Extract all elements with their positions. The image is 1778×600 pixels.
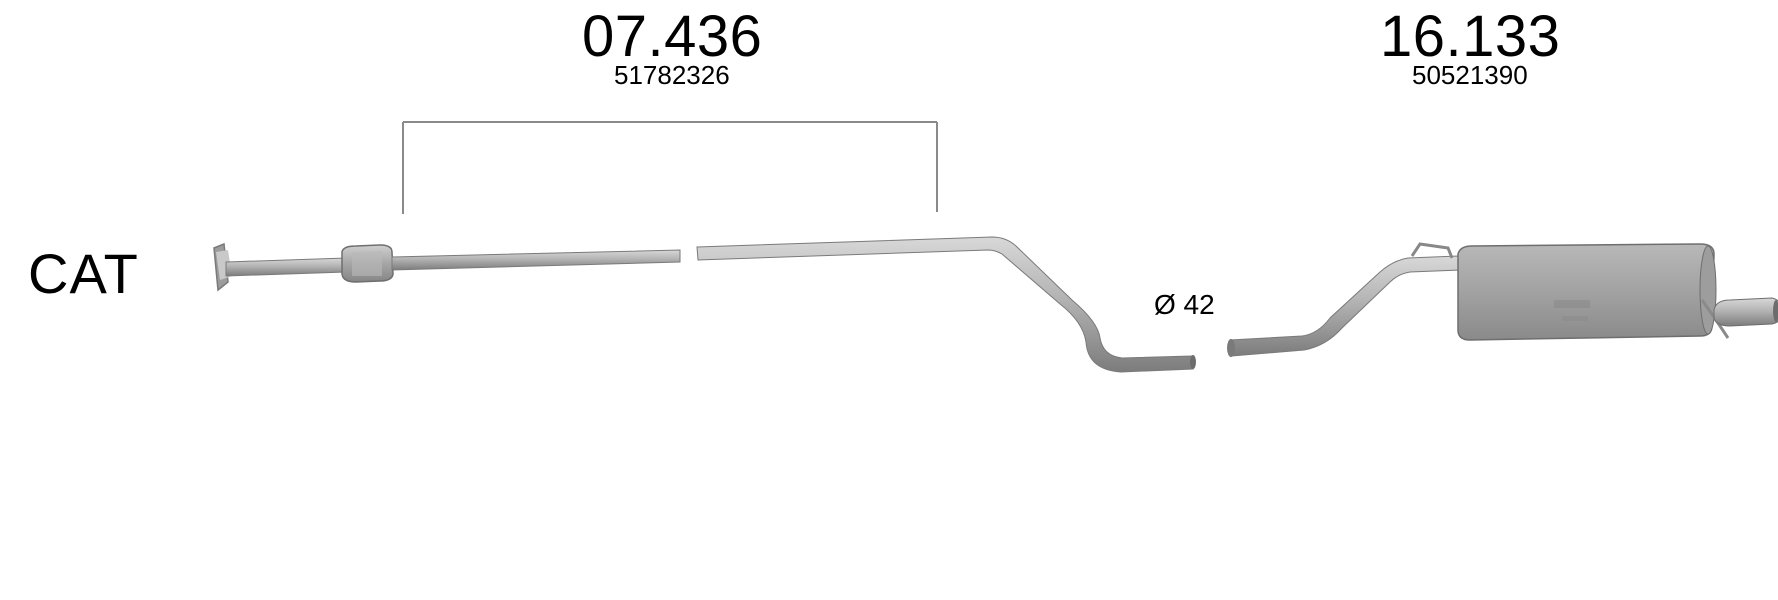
- front-pipe-with-catalyst: [213, 242, 681, 292]
- rear-silencer: [1227, 242, 1778, 357]
- diameter-label: Ø 42: [1154, 289, 1215, 320]
- section-bracket: [402, 121, 938, 214]
- part-number-rear-silencer: 16.133: [1380, 4, 1561, 69]
- middle-pipe: [696, 236, 1196, 373]
- cat-label: CAT: [28, 242, 139, 305]
- oe-number-rear-silencer: 50521390: [1412, 60, 1528, 90]
- oe-number-middle-pipe: 51782326: [614, 60, 730, 90]
- part-number-middle-pipe: 07.436: [582, 4, 763, 69]
